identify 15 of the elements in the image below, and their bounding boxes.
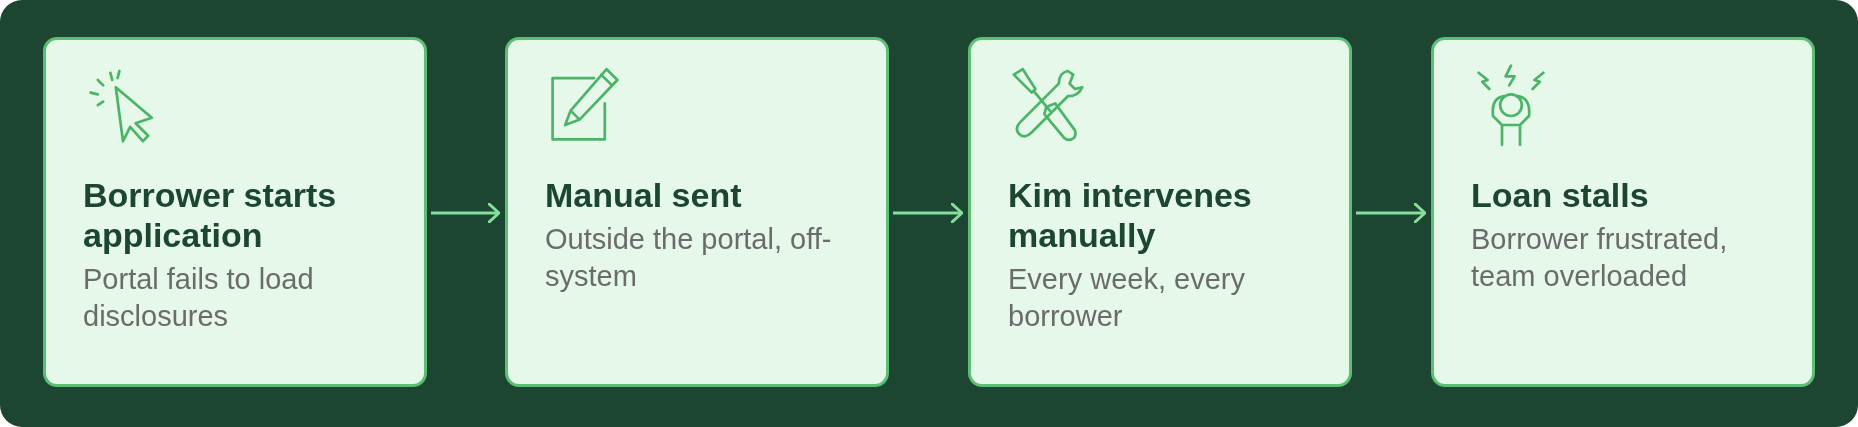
arrow	[893, 202, 964, 224]
step-title: Manual sent	[545, 175, 743, 215]
arrow	[1356, 202, 1427, 224]
step-description: Borrower frustrated, team overloaded	[1471, 222, 1729, 294]
arrow	[431, 202, 501, 224]
step-card	[1431, 37, 1815, 387]
step-card	[505, 37, 889, 387]
step-card	[43, 37, 427, 387]
step-title: Loan stalls	[1471, 175, 1650, 215]
step-title: Borrower starts application	[83, 175, 338, 255]
step-card	[968, 37, 1352, 387]
step-description: Every week, every borrower	[1008, 262, 1246, 334]
step-description: Outside the portal, off-system	[545, 222, 833, 294]
step-title: Kim intervenes manually	[1008, 175, 1253, 255]
step-description: Portal fails to load disclosures	[83, 262, 315, 334]
